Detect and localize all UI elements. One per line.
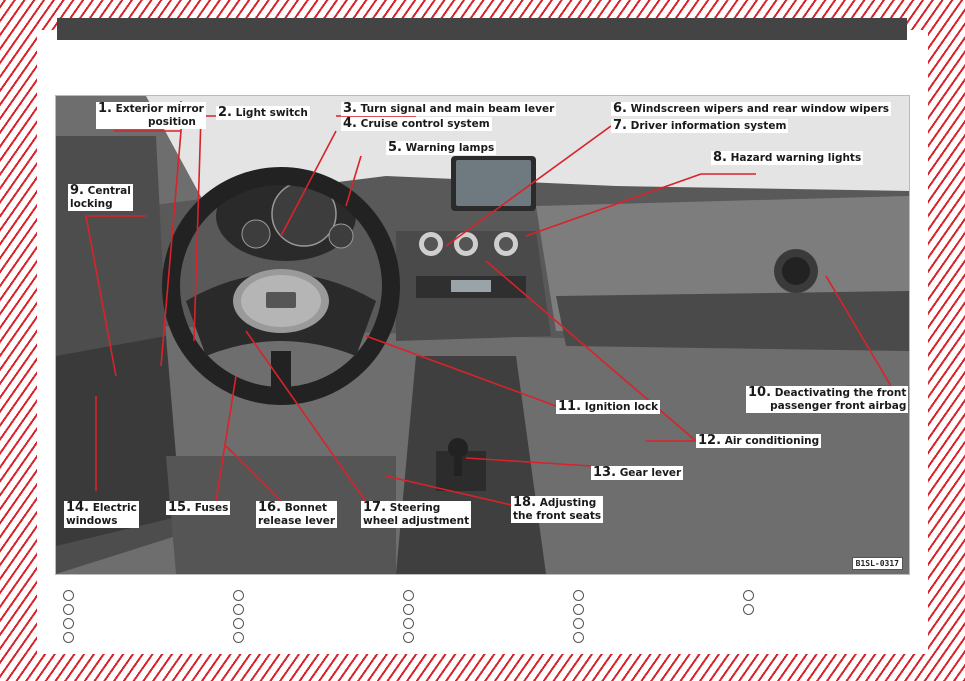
radio-marker[interactable]	[403, 590, 414, 601]
callout-9: 9. Central locking	[68, 183, 133, 211]
radio-marker[interactable]	[573, 604, 584, 615]
radio-marker[interactable]	[403, 604, 414, 615]
callout-1: 1. Exterior mirror position	[96, 101, 206, 129]
radio-marker[interactable]	[573, 618, 584, 629]
callout-11: 11. Ignition lock	[556, 399, 661, 414]
callout-14: 14. Electric windows	[64, 500, 139, 528]
callout-7: 7. Driver information system	[611, 118, 789, 133]
marker-column-2	[233, 590, 244, 646]
marker-column-4	[573, 590, 584, 646]
marker-column-3	[403, 590, 414, 646]
seat-logo-icon	[266, 292, 296, 308]
radio-marker[interactable]	[63, 590, 74, 601]
callout-2: 2. Light switch	[216, 105, 310, 120]
callout-5: 5. Warning lamps	[386, 140, 497, 155]
callout-6: 6. Windscreen wipers and rear window wip…	[611, 101, 892, 116]
radio-marker[interactable]	[63, 604, 74, 615]
radio-marker[interactable]	[63, 632, 74, 643]
callout-16: 16. Bonnet release lever	[256, 500, 337, 528]
callout-17: 17. Steering wheel adjustment	[361, 500, 472, 528]
callout-13: 13. Gear lever	[591, 465, 684, 480]
callout-18: 18. Adjusting the front seats	[511, 495, 604, 523]
callout-12: 12. Air conditioning	[696, 433, 822, 448]
radio-marker[interactable]	[233, 618, 244, 629]
radio-marker[interactable]	[573, 632, 584, 643]
callout-4: 4. Cruise control system	[341, 116, 492, 131]
dashboard-figure: 1. Exterior mirror position 2. Light swi…	[55, 95, 910, 575]
radio-marker[interactable]	[573, 590, 584, 601]
radio-marker[interactable]	[233, 590, 244, 601]
radio-marker[interactable]	[403, 618, 414, 629]
header-bar	[57, 18, 907, 40]
radio-marker[interactable]	[743, 590, 754, 601]
callout-15: 15. Fuses	[166, 500, 231, 515]
figure-code: B1SL-0317	[851, 557, 903, 570]
callout-8: 8. Hazard warning lights	[711, 150, 864, 165]
radio-marker[interactable]	[63, 618, 74, 629]
manual-page: 1. Exterior mirror position 2. Light swi…	[37, 18, 928, 654]
radio-marker[interactable]	[233, 604, 244, 615]
callout-10: 10. Deactivating the front passenger fro…	[746, 385, 909, 413]
radio-marker[interactable]	[233, 632, 244, 643]
radio-marker[interactable]	[403, 632, 414, 643]
radio-marker[interactable]	[743, 604, 754, 615]
dashboard-illustration	[56, 96, 909, 574]
marker-column-1	[63, 590, 74, 646]
marker-column-5	[743, 590, 754, 618]
callout-3: 3. Turn signal and main beam lever	[341, 101, 557, 116]
